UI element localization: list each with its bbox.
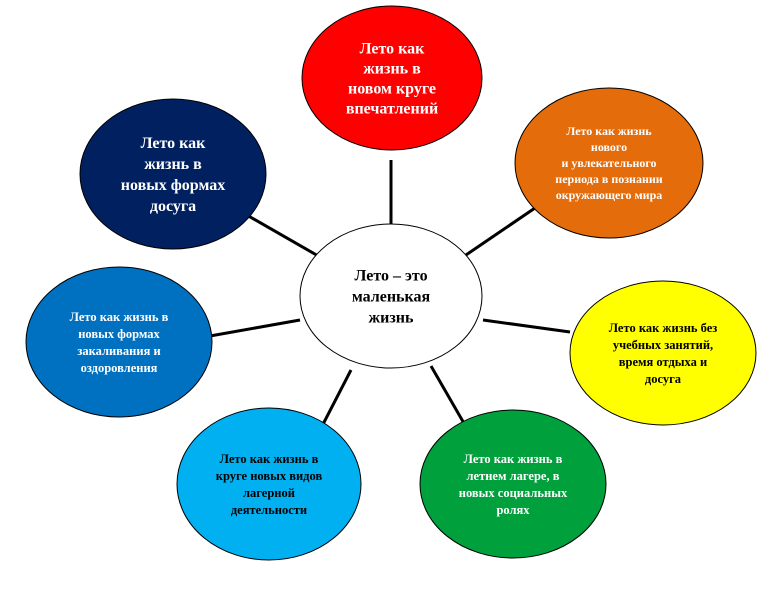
node-novom-kruge-text-line: жизнь в xyxy=(363,61,421,78)
node-letnem-lagere-shape xyxy=(419,409,607,559)
node-zakalivaniya-text-line: оздоровления xyxy=(81,361,158,375)
node-letnem-lagere-text-line: новых социальных xyxy=(459,486,568,500)
node-novogo-perioda-text-line: окружающего мира xyxy=(556,188,663,202)
node-novom-kruge-shape xyxy=(301,5,483,151)
connector-line xyxy=(209,318,301,338)
connector-line xyxy=(317,369,353,433)
node-bez-zanyatiy-text-line: Лето как жизнь без xyxy=(609,321,718,335)
node-zakalivaniya: Лето как жизнь в новых формах закаливания … xyxy=(25,266,213,418)
node-novogo-perioda: Лето как жизнь нового и увлекательного пери… xyxy=(514,87,704,239)
node-letnem-lagere-text-line: ролях xyxy=(496,503,530,517)
connector-line xyxy=(244,212,321,259)
node-formah-dosuga-shape xyxy=(79,98,267,250)
connector-line xyxy=(482,318,571,334)
center-text-line: Лето – это xyxy=(354,268,427,285)
node-novogo-perioda-text-line: Лето как жизнь xyxy=(566,124,652,138)
node-novom-kruge: Лето как жизнь в новом круге впечатлений xyxy=(301,5,483,151)
node-zakalivaniya-text-line: новых формах xyxy=(78,327,160,341)
node-formah-dosuga: Лето как жизнь в новых формах досуга xyxy=(79,98,267,250)
node-novom-kruge-text-line: впечатлений xyxy=(346,101,438,118)
node-lagernoy-deyatelnosti-text-line: круге новых видов xyxy=(216,469,323,483)
node-letnem-lagere-text-line: Лето как жизнь в xyxy=(464,452,563,466)
center-node: Лето – это маленькая жизнь xyxy=(299,223,483,369)
node-bez-zanyatiy-text-line: учебных занятий, xyxy=(613,338,713,352)
center-text-line: маленькая xyxy=(352,289,431,306)
node-formah-dosuga-text-line: Лето как xyxy=(141,135,207,152)
node-lagernoy-deyatelnosti-text-line: деятельности xyxy=(231,503,307,517)
node-formah-dosuga-text-line: жизнь в xyxy=(144,156,202,173)
node-lagernoy-deyatelnosti-text-line: лагерной xyxy=(243,486,295,500)
node-novogo-perioda-shape xyxy=(514,87,704,239)
node-zakalivaniya-text-line: Лето как жизнь в xyxy=(70,310,169,324)
node-novogo-perioda-text-line: нового xyxy=(591,140,627,154)
node-novom-kruge-text-line: Лето как xyxy=(360,41,426,58)
node-bez-zanyatiy-text-line: досуга xyxy=(645,372,682,386)
center: Лето – это маленькая жизнь xyxy=(299,223,483,369)
node-novom-kruge-text-line: новом круге xyxy=(348,81,436,98)
node-formah-dosuga-text-line: досуга xyxy=(150,198,196,215)
node-bez-zanyatiy-shape xyxy=(569,280,757,426)
node-zakalivaniya-text-line: закаливания и xyxy=(77,344,160,358)
node-lagernoy-deyatelnosti-shape xyxy=(176,407,362,561)
center-text-line: жизнь xyxy=(369,310,414,327)
connector-line xyxy=(462,206,536,259)
node-novogo-perioda-text-line: и увлекательного xyxy=(561,156,656,170)
node-lagernoy-deyatelnosti: Лето как жизнь в круге новых видов лагерно… xyxy=(176,407,362,561)
node-zakalivaniya-shape xyxy=(25,266,213,418)
node-letnem-lagere: Лето как жизнь в летнем лагере, в новых со… xyxy=(419,409,607,559)
connector-line xyxy=(429,365,471,433)
node-bez-zanyatiy: Лето как жизнь без учебных занятий, время … xyxy=(569,280,757,426)
center-shape xyxy=(299,223,483,369)
node-bez-zanyatiy-text-line: время отдыха и xyxy=(619,355,707,369)
node-letnem-lagere-text-line: летнем лагере, в xyxy=(467,469,560,483)
connectors xyxy=(209,160,571,433)
node-novogo-perioda-text-line: периода в познании xyxy=(555,172,663,186)
node-lagernoy-deyatelnosti-text-line: Лето как жизнь в xyxy=(220,452,319,466)
node-formah-dosuga-text-line: новых формах xyxy=(121,177,225,194)
